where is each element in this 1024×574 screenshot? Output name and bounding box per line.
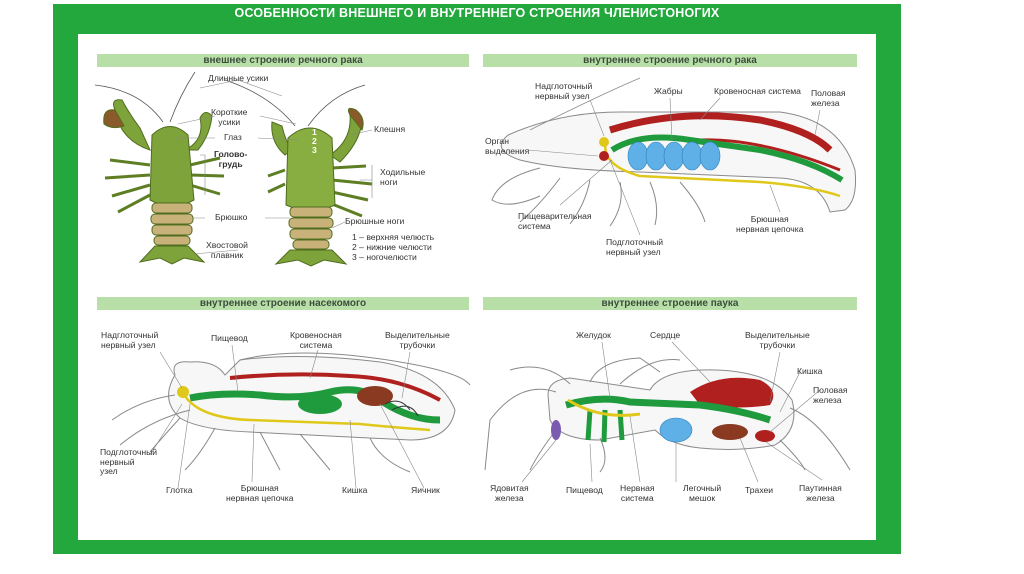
label-cr-digestive: Пищеварительная система [518,211,592,231]
label-cr-circulatory: Кровеносная система [714,86,801,96]
label-cr-nerve-cord: Брюшная нервная цепочка [736,214,804,234]
header-crayfish-external: внешнее строение речного рака [97,54,469,67]
label-in-ovary: Яичник [411,485,440,495]
label-in-intestine: Кишка [342,485,368,495]
label-cr-supraesophageal: Надглоточный нервный узел [535,81,593,101]
crayfish-internal-diagram [491,77,856,227]
label-cephalothorax: Голово- грудь [214,149,248,169]
label-sp-nervous: Нервная система [620,483,655,503]
label-short-antennae: Короткие усики [211,107,248,127]
label-mouthparts-3: 3 – ногочелюсти [352,252,417,262]
label-sp-heart: Сердце [650,330,681,340]
label-abdominal-legs: Брюшные ноги [345,216,405,226]
label-claw: Клешня [374,124,406,134]
label-in-esophagus: Пищевод [211,333,248,343]
label-sp-lung: Легочный мешок [683,483,722,503]
label-num-3: 3 [312,145,317,155]
page-title: ОСОБЕННОСТИ ВНЕШНЕГО И ВНУТРЕННЕГО СТРОЕ… [234,6,720,20]
label-sp-intestine: Кишка [797,366,823,376]
label-cr-excretory: Орган выделения [485,136,530,156]
label-in-nerve-cord: Брюшная нервная цепочка [226,483,294,503]
label-walking-legs: Ходильные ноги [380,167,426,187]
header-insect-internal: внутреннее строение насекомого [97,297,469,310]
label-num-1: 1 [312,127,317,137]
label-sp-stomach: Желудок [576,330,611,340]
label-long-antennae: Длинные усики [208,73,269,83]
header-crayfish-internal: внутреннее строение речного рака [483,54,857,67]
label-num-2: 2 [312,136,317,146]
label-sp-trachea: Трахеи [745,485,774,495]
label-cr-gills: Жабры [654,86,683,96]
insect-internal-diagram [111,352,471,473]
label-in-supraesophageal: Надглоточный нервный узел [101,330,159,350]
label-in-pharynx: Глотка [166,485,193,495]
label-mouthparts-2: 2 – нижние челюсти [352,242,432,252]
label-cr-gonad: Половая железа [811,88,846,108]
label-in-excretory: Выделительные трубочки [385,330,450,350]
label-abdomen: Брюшко [215,212,248,222]
leader-lines-insect [149,344,425,489]
spider-internal-diagram [484,357,851,473]
label-mouthparts-1: 1 – верхняя челюсть [352,232,435,242]
label-sp-silk-gland: Паутинная железа [799,483,842,503]
label-sp-excretory: Выделительные трубочки [745,330,810,350]
label-sp-gonad: Половая железа [813,385,848,405]
header-spider-internal: внутреннее строение паука [483,297,857,310]
crayfish-dorsal [94,71,225,265]
label-in-subesophageal: Подглоточный нервный узел [100,447,158,476]
label-sp-esophagus: Пищевод [566,485,603,495]
label-tail-fin: Хвостовой плавник [206,240,248,260]
leader-lines-spider [521,341,823,483]
label-eye: Глаз [224,132,242,142]
leader-lines-external [176,79,373,255]
label-cr-subesophageal: Подглоточный нервный узел [606,237,664,257]
label-sp-venom-gland: Ядовитая железа [490,483,529,503]
label-in-circulatory: Кровеносная система [290,330,342,350]
crayfish-ventral [224,79,373,267]
leader-lines-crayfish-internal [527,97,821,236]
